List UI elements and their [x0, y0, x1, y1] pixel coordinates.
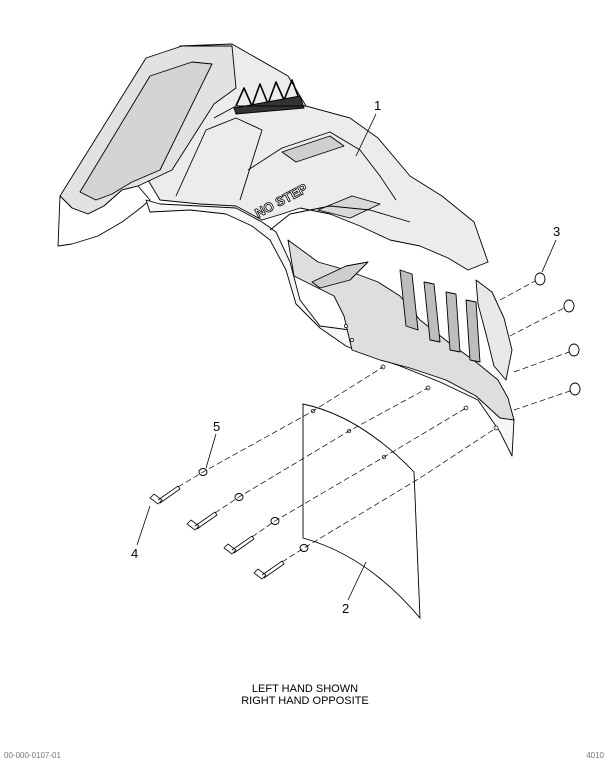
leader-lines — [136, 113, 557, 601]
bolt-4 — [253, 560, 285, 580]
fender-wheel-arch — [145, 199, 515, 457]
drawing-number: 00-000-0107-01 — [4, 751, 61, 760]
callout-4: 4 — [131, 546, 138, 561]
caption-line-1: LEFT HAND SHOWN — [251, 683, 359, 695]
bolt-3 — [223, 535, 255, 555]
callout-1: 1 — [374, 98, 381, 113]
caption-line-2: RIGHT HAND OPPOSITE — [241, 695, 369, 707]
fender-lower-skirt — [287, 239, 515, 421]
bolt-1 — [149, 485, 181, 505]
callout-5: 5 — [213, 419, 220, 434]
fender-inner-ribs — [399, 269, 481, 363]
fender-assembly — [57, 43, 515, 457]
fender-panel-line-4 — [269, 205, 411, 231]
fender-step-box-face — [57, 185, 151, 247]
fender-step-box-inner — [79, 61, 213, 201]
fender-grab-slot — [281, 135, 345, 163]
page-reference: 4010 — [586, 751, 604, 760]
fender-rear-flange — [475, 279, 513, 381]
washers-right — [534, 272, 581, 396]
fender-rib-shade — [233, 95, 305, 115]
fender-panel-line-1 — [213, 105, 351, 119]
fender-step-pocket — [311, 261, 369, 289]
bolts — [149, 485, 285, 580]
bolt-2 — [186, 511, 218, 531]
fender-panel-line-2 — [175, 117, 263, 201]
callout-3: 3 — [553, 224, 560, 239]
view-caption: LEFT HAND SHOWN RIGHT HAND OPPOSITE — [0, 683, 610, 707]
callout-2: 2 — [342, 601, 349, 616]
fender-recess — [317, 195, 381, 219]
assembly-centerlines — [177, 280, 571, 563]
mud-flap — [302, 403, 421, 620]
fender-panel-line-3 — [247, 131, 397, 201]
